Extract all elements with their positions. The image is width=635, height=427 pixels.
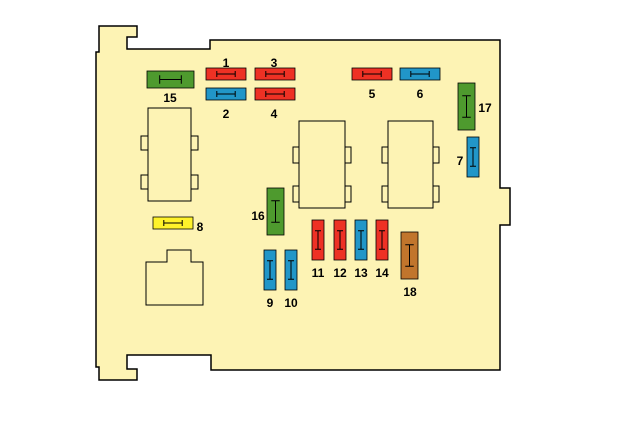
fuse-element [362, 71, 382, 77]
fuse-element [216, 91, 236, 97]
fuse-number-label: 3 [271, 56, 278, 70]
fuse-element [405, 244, 414, 267]
fuse-6[interactable] [399, 67, 441, 81]
fuse-1[interactable] [205, 67, 247, 81]
relay-body [147, 107, 192, 202]
relay-tab [432, 146, 440, 164]
fuse-number-label: 9 [267, 296, 274, 310]
fuse-number-label: 13 [354, 266, 368, 280]
relay-right [381, 120, 440, 209]
fuse-number-label: 16 [251, 209, 265, 223]
fuse-9[interactable] [263, 249, 277, 291]
fuse-10[interactable] [284, 249, 298, 291]
relay-tab [344, 146, 352, 164]
fuse-element [410, 71, 430, 77]
fuse-number-label: 5 [369, 87, 376, 101]
relay-tab [292, 185, 300, 203]
fuse-element [163, 220, 183, 226]
fuse-element [337, 230, 343, 250]
fuse-12[interactable] [333, 219, 347, 261]
relay-tab [140, 135, 149, 151]
fuse-number-label: 6 [417, 87, 424, 101]
fuse-number-label: 4 [271, 107, 278, 121]
fuse-4[interactable] [254, 87, 296, 101]
fuse-number-label: 12 [333, 266, 347, 280]
fuse-3[interactable] [254, 67, 296, 81]
fuse-element [288, 260, 294, 280]
fuse-2[interactable] [205, 87, 247, 101]
relay-tab [140, 174, 149, 190]
fuse-number-label: 10 [284, 296, 298, 310]
fuse-7[interactable] [466, 136, 480, 178]
fuse-17[interactable] [457, 82, 476, 131]
fuse-element [315, 230, 321, 250]
fuse-number-label: 2 [223, 107, 230, 121]
fuse-number-label: 7 [457, 154, 464, 168]
fuse-8[interactable] [152, 216, 194, 230]
fuse-number-label: 1 [223, 56, 230, 70]
relay-center [292, 120, 352, 209]
fuse-element [216, 71, 236, 77]
fuse-element [265, 71, 285, 77]
fuse-element [358, 230, 364, 250]
relay-tab [432, 185, 440, 203]
relay-left [140, 107, 199, 202]
fuse-5[interactable] [351, 67, 393, 81]
fuse-14[interactable] [375, 219, 389, 261]
relay-tab [381, 146, 389, 164]
fuse-element [159, 75, 182, 84]
relay-tab [344, 185, 352, 203]
relay-body [387, 120, 434, 209]
fuse-15[interactable] [146, 70, 195, 89]
fuse-element [271, 200, 280, 223]
fuse-element [265, 91, 285, 97]
connector-block [145, 249, 204, 306]
fuse-element [379, 230, 385, 250]
fuse-element [470, 147, 476, 167]
fuse-number-label: 15 [163, 91, 177, 105]
fuse-number-label: 18 [403, 285, 417, 299]
fuse-element [267, 260, 273, 280]
relay-tab [190, 174, 199, 190]
fuse-11[interactable] [311, 219, 325, 261]
fuse-number-label: 8 [197, 220, 204, 234]
fuse-18[interactable] [400, 231, 419, 280]
fuse-16[interactable] [266, 187, 285, 236]
fuse-number-label: 17 [478, 101, 492, 115]
fuse-13[interactable] [354, 219, 368, 261]
fuse-number-label: 14 [375, 266, 389, 280]
relay-tab [381, 185, 389, 203]
relay-tab [190, 135, 199, 151]
fuse-number-label: 11 [312, 266, 325, 280]
fuse-element [462, 95, 471, 118]
relay-tab [292, 146, 300, 164]
relay-body [298, 120, 346, 209]
